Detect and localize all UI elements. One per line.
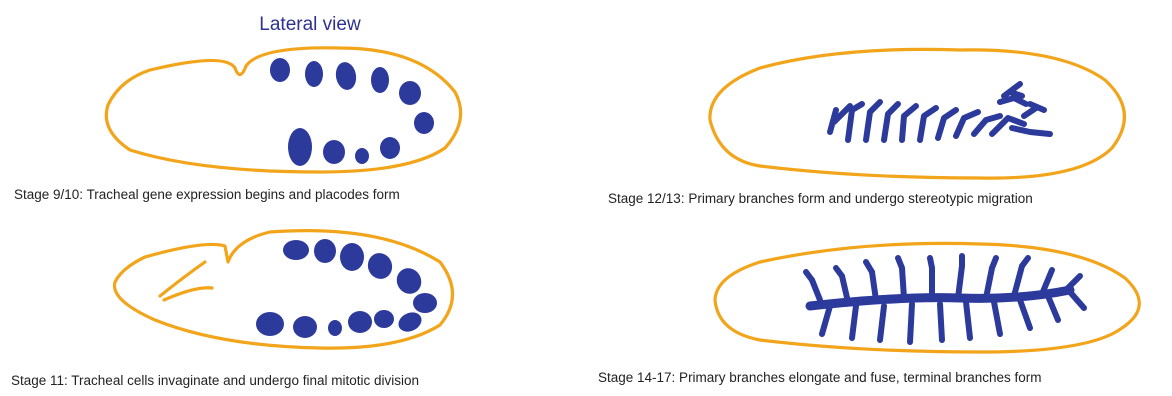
caption-stage-12-13: Stage 12/13: Primary branches form and u… bbox=[608, 191, 1033, 206]
caption-stage-14-17: Stage 14-17: Primary branches elongate a… bbox=[598, 370, 1042, 385]
caption-stage-11: Stage 11: Tracheal cells invaginate and … bbox=[11, 373, 419, 388]
embryo-stage-9-10 bbox=[106, 48, 460, 172]
embryo-stage-14-17 bbox=[715, 243, 1139, 352]
embryo-stage-12-13 bbox=[710, 49, 1125, 178]
embryo-stage-11 bbox=[115, 231, 453, 349]
caption-stage-9-10: Stage 9/10: Tracheal gene expression beg… bbox=[14, 187, 400, 202]
